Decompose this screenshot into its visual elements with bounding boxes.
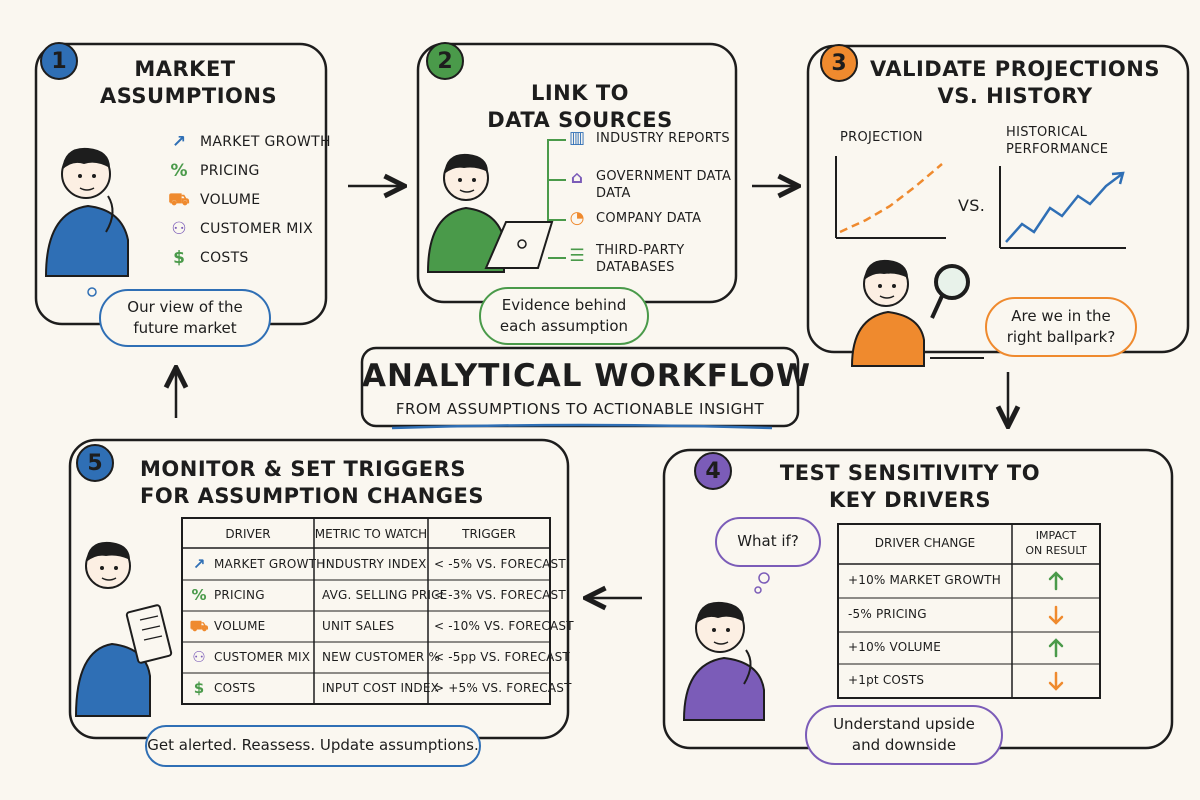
step5-badge: 5 — [76, 444, 114, 482]
step4-thought-dot — [758, 572, 770, 584]
sensitivity-row-3: +10% VOLUME — [848, 640, 941, 654]
trend-up-icon: ↗ — [192, 555, 206, 573]
trend-up-icon: ↗ — [171, 132, 187, 152]
step4-bubble-shape — [805, 705, 1003, 765]
sensitivity-row-1: +10% MARKET GROWTH — [848, 573, 1001, 587]
step2-item-industry-reports: INDUSTRY REPORTS — [596, 131, 730, 146]
arrow-up-icon — [1048, 638, 1064, 658]
step1-item-market-growth: MARKET GROWTH — [200, 134, 331, 150]
trigger-header-driver: DRIVER — [225, 527, 271, 541]
step2-connector-tree — [530, 139, 566, 259]
person-magnifier-icon — [850, 259, 984, 367]
trigger-row-1-metric: INDUSTRY INDEX — [322, 557, 427, 571]
percent-icon: % — [191, 586, 207, 604]
step2-badge: 2 — [426, 42, 464, 80]
diagram-subtitle: FROM ASSUMPTIONS TO ACTIONABLE INSIGHT — [395, 400, 765, 418]
trigger-header-trigger: TRIGGER — [462, 527, 516, 541]
step1-item-customer-mix: CUSTOMER MIX — [200, 221, 313, 237]
projection-label: PROJECTION — [840, 130, 923, 145]
trigger-row-2-driver: PRICING — [214, 588, 265, 602]
center-underline — [391, 423, 773, 430]
arrow-down-icon — [1048, 605, 1064, 625]
step5-bubble-text: Get alerted. Reassess. Update assumption… — [147, 736, 479, 754]
database-icon: ☰ — [569, 246, 585, 266]
sensitivity-row-2: -5% PRICING — [848, 607, 927, 621]
percent-icon: % — [170, 161, 188, 181]
trigger-header-metric: METRIC TO WATCH — [314, 527, 428, 541]
bar-chart-icon: ▥ — [568, 128, 586, 148]
dollar-icon: $ — [173, 248, 185, 268]
people-icon: ⚇ — [192, 648, 206, 666]
step4-thought-shape — [715, 517, 821, 567]
pie-chart-icon: ◔ — [569, 208, 585, 228]
step5-bubble-shape — [145, 725, 481, 767]
sensitivity-row-4: +1pt COSTS — [848, 673, 925, 687]
trigger-row-4-metric: NEW CUSTOMER % — [322, 650, 441, 664]
impact-arrows — [1048, 571, 1064, 691]
person-laptop-icon — [426, 153, 554, 273]
trigger-row-2-metric: AVG. SELLING PRICE — [322, 588, 448, 602]
step1-badge: 1 — [40, 42, 78, 80]
cart-icon: ⛟ — [189, 617, 209, 635]
trigger-row-4-trigger: < -5pp VS. FORECAST — [434, 650, 570, 664]
dollar-icon: $ — [193, 679, 205, 697]
diagram-title: ANALYTICAL WORKFLOW — [362, 358, 812, 394]
government-building-icon: ⌂ — [570, 168, 584, 188]
trigger-row-3-trigger: < -10% VS. FORECAST — [434, 619, 574, 633]
step2-bubble-shape — [479, 287, 649, 345]
trigger-row-1-driver: MARKET GROWTH — [214, 557, 326, 571]
trigger-row-5-driver: COSTS — [214, 681, 256, 695]
step4-badge: 4 — [694, 452, 732, 490]
step4-thought-dot-small — [754, 586, 762, 594]
people-icon: ⚇ — [171, 219, 187, 239]
history-arrowhead — [1111, 171, 1125, 185]
step3-bubble-shape — [985, 297, 1137, 357]
sensitivity-table-frame — [837, 523, 1101, 699]
projection-line — [839, 163, 943, 234]
trigger-row-5-trigger: > +5% VS. FORECAST — [434, 681, 572, 695]
step2-item-company-data: COMPANY DATA — [596, 211, 702, 226]
trigger-row-1-trigger: < -5% VS. FORECAST — [434, 557, 566, 571]
sensitivity-header-driver: DRIVER CHANGE — [874, 536, 976, 550]
trigger-row-2-trigger: < -3% VS. FORECAST — [434, 588, 566, 602]
vs-label: VS. — [958, 196, 986, 215]
cart-icon: ⛟ — [168, 190, 190, 210]
arrow-down-icon — [1048, 671, 1064, 691]
step1-item-pricing: PRICING — [200, 163, 260, 179]
step3-badge: 3 — [820, 44, 858, 82]
trigger-row-5-metric: INPUT COST INDEX — [322, 681, 440, 695]
step1-bubble-tail — [87, 287, 97, 297]
step1-bubble-shape — [99, 289, 271, 347]
trigger-row-4-driver: CUSTOMER MIX — [214, 650, 311, 664]
person-clipboard-icon — [74, 541, 173, 717]
person-wondering-icon — [682, 601, 765, 721]
step3-panel — [806, 44, 1190, 354]
step1-item-costs: COSTS — [200, 250, 249, 266]
trigger-row-3-driver: VOLUME — [214, 619, 266, 633]
arrow-up-icon — [1048, 571, 1064, 591]
step1-item-volume: VOLUME — [200, 192, 261, 208]
step4-thought-text: What if? — [737, 532, 799, 550]
trigger-row-3-metric: UNIT SALES — [322, 619, 395, 633]
person-thinking-icon — [44, 147, 129, 277]
history-line — [1005, 173, 1123, 243]
